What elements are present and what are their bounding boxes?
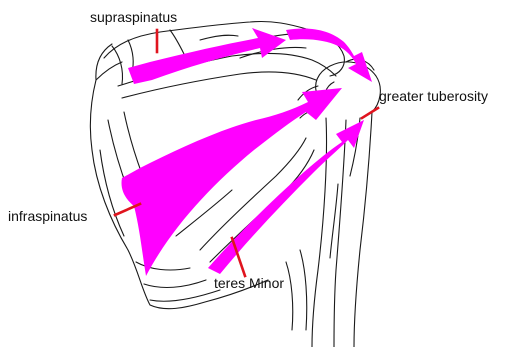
infraspinatus-label: infraspinatus xyxy=(8,208,87,224)
supraspinatus-label: supraspinatus xyxy=(90,9,177,25)
humerus-shaft xyxy=(312,118,327,347)
supraspinatus-arrow xyxy=(128,28,286,84)
muscle-arrows xyxy=(122,28,373,276)
greater-tuberosity-leader-line xyxy=(362,108,378,118)
teres-minor-label: teres Minor xyxy=(214,275,284,291)
greater-tuberosity-label: greater tuberosity xyxy=(379,88,488,104)
supraspinatus-curve-arrow xyxy=(286,29,372,83)
